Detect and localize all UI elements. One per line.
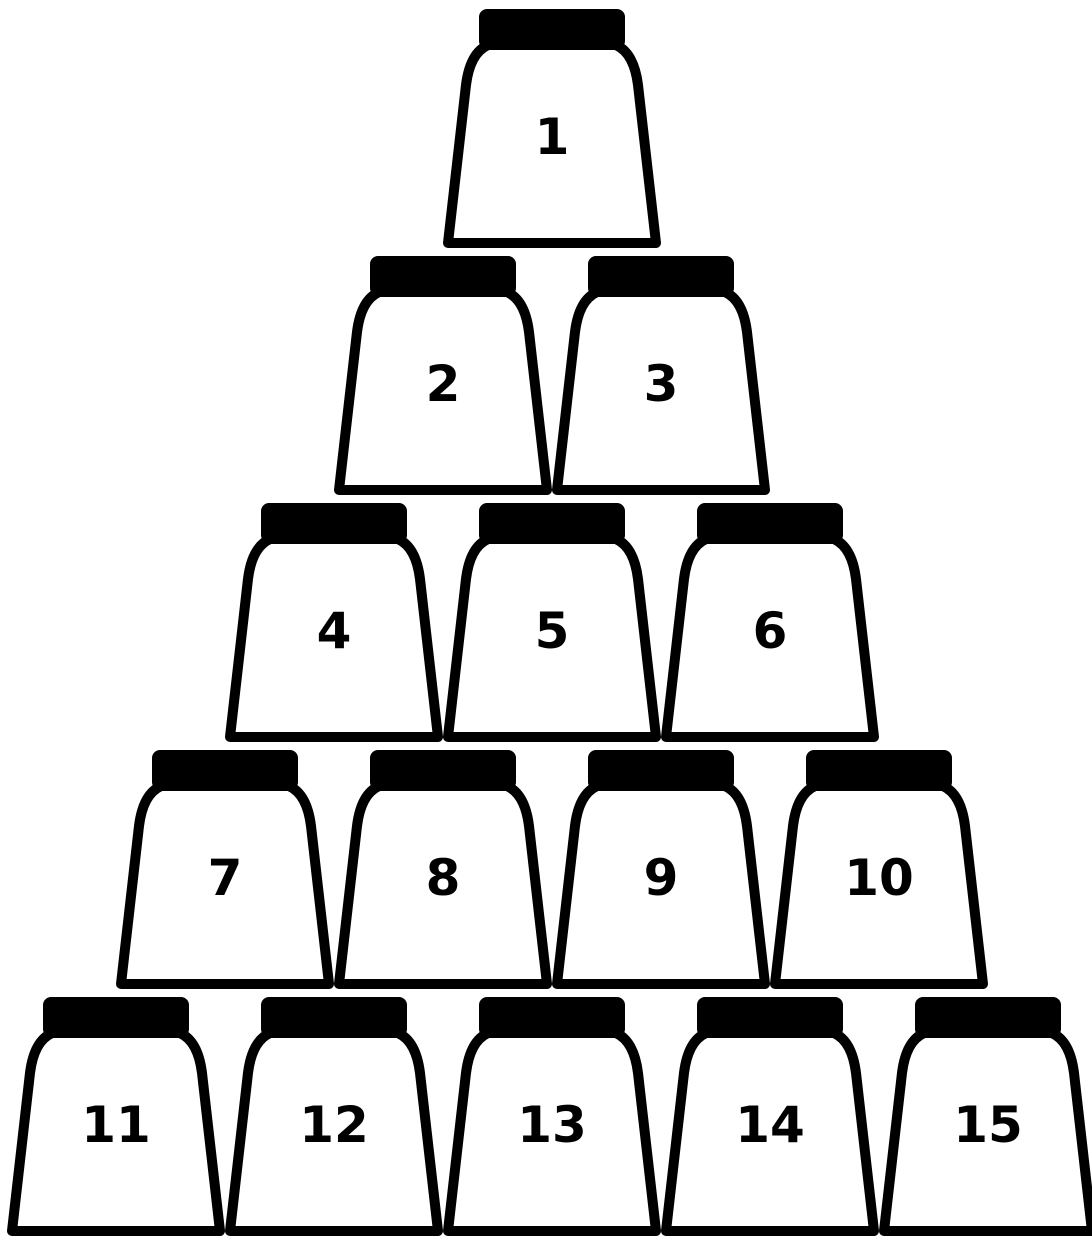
cup-10: 10 — [775, 750, 983, 984]
cup-rim — [370, 750, 516, 790]
cup-number-label: 12 — [299, 1096, 369, 1154]
cup-number-label: 8 — [426, 849, 461, 907]
cup-rim — [806, 750, 952, 790]
cup-number-label: 11 — [81, 1096, 151, 1154]
cup-rim — [261, 997, 407, 1037]
cup-2: 2 — [339, 256, 547, 490]
cup-number-label: 3 — [644, 355, 679, 413]
cup-rim — [261, 503, 407, 543]
cup-rim — [479, 997, 625, 1037]
cup-1: 1 — [448, 9, 656, 243]
cup-rim — [588, 750, 734, 790]
cup-number-label: 6 — [753, 602, 788, 660]
cup-number-label: 7 — [208, 849, 243, 907]
cup-3: 3 — [557, 256, 765, 490]
cup-number-label: 15 — [953, 1096, 1023, 1154]
cup-14: 14 — [666, 997, 874, 1231]
cup-rim — [479, 9, 625, 49]
cup-rim — [588, 256, 734, 296]
cup-number-label: 1 — [535, 108, 570, 166]
cup-number-label: 2 — [426, 355, 461, 413]
cup-number-label: 10 — [844, 849, 914, 907]
cup-9: 9 — [557, 750, 765, 984]
cup-number-label: 13 — [517, 1096, 587, 1154]
cup-rim — [479, 503, 625, 543]
cup-5: 5 — [448, 503, 656, 737]
cup-number-label: 14 — [735, 1096, 805, 1154]
cup-8: 8 — [339, 750, 547, 984]
cup-rim — [697, 503, 843, 543]
cup-rim — [915, 997, 1061, 1037]
cup-number-label: 5 — [535, 602, 570, 660]
cup-number-label: 4 — [317, 602, 352, 660]
cup-rim — [697, 997, 843, 1037]
cup-11: 11 — [12, 997, 220, 1231]
cup-13: 13 — [448, 997, 656, 1231]
cup-4: 4 — [230, 503, 438, 737]
cup-12: 12 — [230, 997, 438, 1231]
cup-6: 6 — [666, 503, 874, 737]
cup-rim — [152, 750, 298, 790]
cup-rim — [43, 997, 189, 1037]
cup-15: 15 — [884, 997, 1092, 1231]
cup-number-label: 9 — [644, 849, 679, 907]
cup-rim — [370, 256, 516, 296]
cup-7: 7 — [121, 750, 329, 984]
